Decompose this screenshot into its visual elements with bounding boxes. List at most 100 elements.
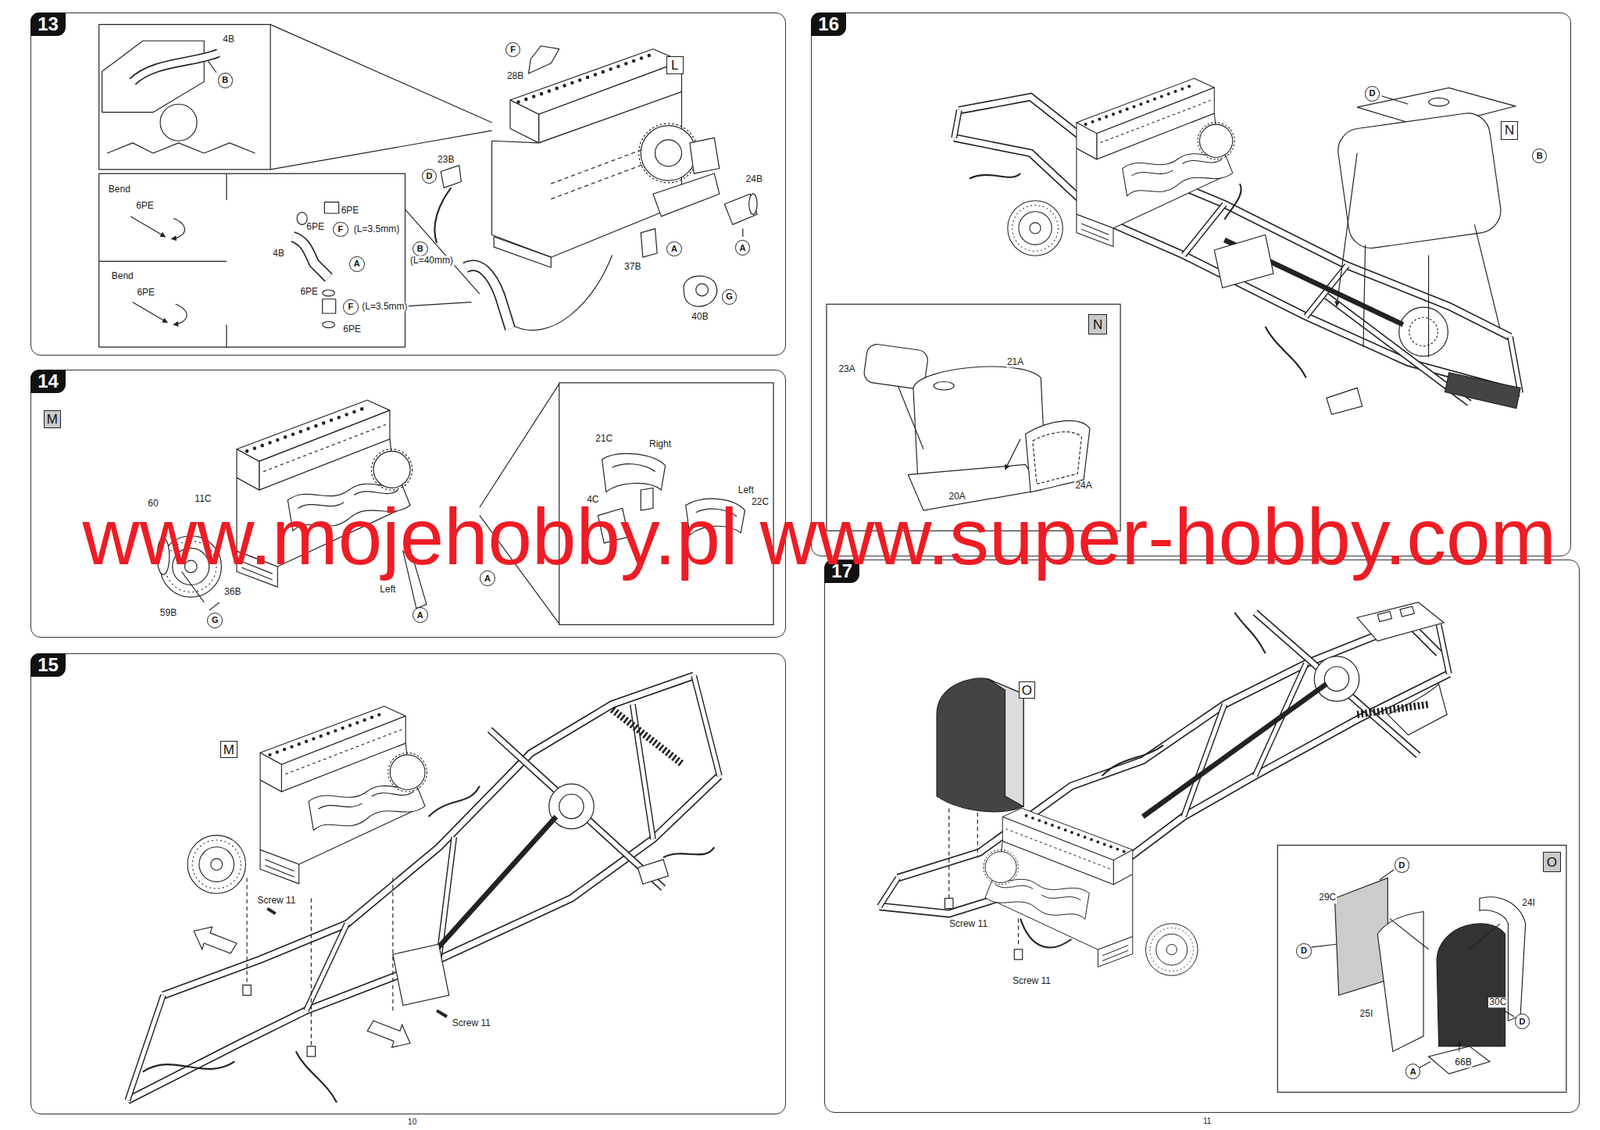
step13-art-part [465, 265, 511, 329]
part-label: 6PE [340, 206, 361, 217]
step13-art-part [696, 283, 709, 297]
step13-art-part [132, 53, 219, 83]
tag-letter: O [1546, 855, 1558, 869]
step13-art-part [655, 139, 683, 167]
subassembly-tag: N [1500, 121, 1518, 140]
step17-art-part [1142, 683, 1327, 817]
step13-art-part [207, 60, 216, 72]
callout-letter-text: F [338, 225, 344, 234]
part-label: Screw 11 [256, 896, 297, 907]
subassembly-tag: O [1018, 681, 1036, 699]
callout-letter-text: A [739, 243, 747, 253]
callout-letter-text: B [1536, 151, 1543, 161]
callout-letter-text: G [211, 615, 219, 625]
callout-letter-text: G [725, 292, 733, 301]
step16-art-part [1326, 387, 1363, 415]
callout-letter-text: A [417, 610, 424, 620]
callout-letter: G [721, 289, 738, 305]
step13-art-part [493, 236, 551, 268]
callout-letter: D [1514, 1013, 1531, 1029]
step16-art-part [1032, 432, 1083, 485]
step13-art-part [171, 218, 185, 240]
step13-art-part [292, 236, 329, 278]
part-label: 28B [506, 71, 525, 82]
part-label: 6PE [135, 200, 155, 211]
step-number: 13 [30, 12, 66, 36]
step13-art-part [132, 53, 219, 83]
part-label: 4B [271, 249, 286, 260]
step17-art-part [936, 678, 1024, 812]
step13-art-part [322, 321, 336, 328]
step13-art-part [639, 123, 699, 183]
step16-art-part [1399, 307, 1449, 357]
step13-art-part [510, 100, 540, 143]
tag-letter: O [1021, 683, 1033, 697]
callout-letter: B [217, 72, 234, 89]
callout-letter: B [412, 241, 429, 258]
step17-art-part [1357, 602, 1444, 642]
part-label: (L=40mm) [409, 256, 454, 267]
step15-art-part [267, 908, 275, 915]
callout-letter: A [735, 239, 751, 256]
part-label: 23A [837, 364, 856, 375]
step13-art-part [322, 299, 336, 314]
part-label: 59B [159, 607, 178, 618]
part-label: Screw 11 [451, 1017, 492, 1029]
step13-art-part [640, 228, 658, 258]
callout-letter-text: D [426, 171, 433, 181]
step15-art-part [307, 1046, 315, 1057]
step17-art-part [983, 807, 1198, 975]
step17-art-part [949, 808, 979, 899]
step17-art-part [1389, 918, 1500, 1052]
callout-letter: A [666, 241, 683, 258]
step16-art-part [1336, 153, 1500, 358]
step17-art-part [1324, 666, 1349, 691]
step16-art-part [1381, 96, 1408, 104]
step15-art-part [242, 985, 251, 996]
callout-letter: F [505, 42, 522, 58]
step13-art-part [440, 165, 461, 189]
step15-art-part [392, 943, 450, 1005]
step17-art-part [1377, 606, 1415, 622]
callout-letter-text: A [353, 259, 361, 268]
part-label: 36B [223, 586, 242, 597]
step13-art-part [173, 303, 187, 325]
step13-art-part [99, 24, 271, 169]
part-label: 6PE [135, 287, 156, 298]
step15-art-part [559, 793, 584, 818]
step15-art-part [127, 675, 720, 1100]
subassembly-tag: O [1542, 851, 1562, 872]
part-label: 30C [1488, 996, 1508, 1008]
part-label: 4B [221, 34, 236, 45]
callout-letter: G [207, 612, 223, 629]
callout-letter-text: D [1300, 946, 1308, 955]
tag-letter: M [223, 742, 235, 757]
step13-art-part [528, 46, 560, 74]
step-panel: 16NDBN [810, 12, 1572, 557]
step13-art-part [322, 289, 336, 297]
callout-letter-text: A [1410, 1067, 1417, 1076]
callout-letter-text: B [221, 75, 229, 85]
part-label: 23B [436, 154, 455, 165]
step15-art-part [246, 877, 393, 1047]
part-label: Screw 11 [948, 919, 989, 930]
step13-art-part [130, 216, 165, 237]
part-label: 24I [1521, 897, 1536, 908]
step-panel: 17OODDDA [824, 559, 1580, 1113]
callout-letter-text: B [417, 244, 424, 254]
step15-art-part [367, 1020, 411, 1047]
step15-art-part [193, 926, 237, 954]
step15-art-part [127, 675, 720, 1100]
part-label: 6PE [305, 222, 325, 233]
step17-art-part [1277, 845, 1567, 1093]
part-label: Left [378, 584, 397, 595]
step17-art-part [1387, 683, 1447, 735]
step13-art-part [405, 209, 480, 307]
step15-art-part [142, 785, 715, 1103]
tag-letter: M [46, 412, 58, 426]
step15-art-part [637, 859, 668, 884]
part-label: 6PE [342, 324, 362, 335]
subassembly-tag: L [666, 56, 684, 75]
step17-art-part [1436, 923, 1506, 1047]
